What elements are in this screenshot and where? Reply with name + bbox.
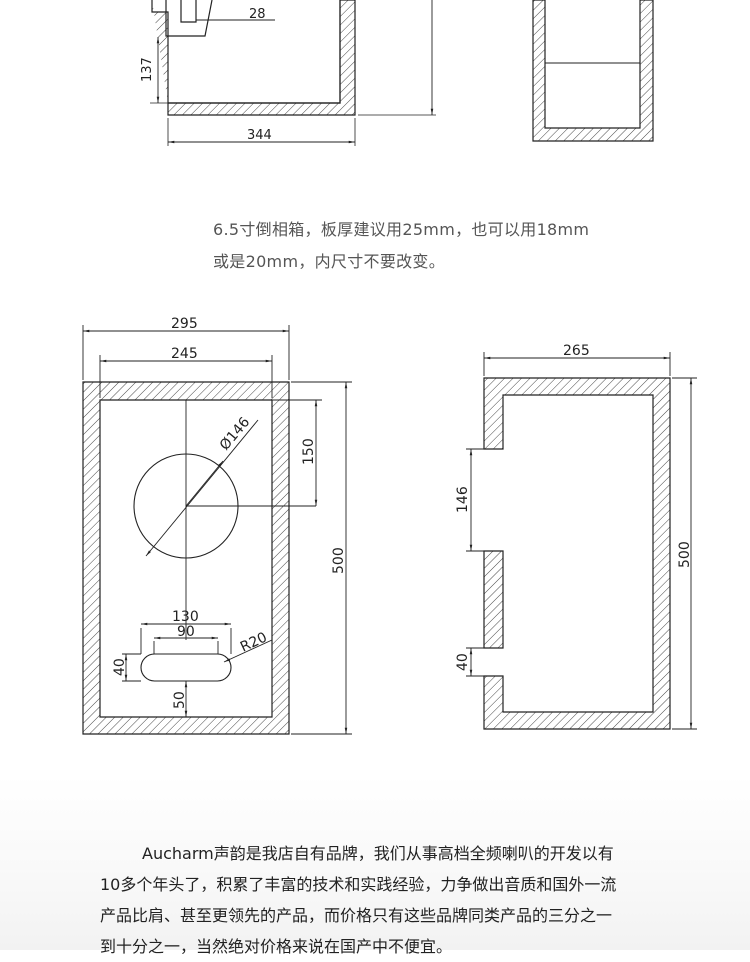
caption-line-2: 或是20mm，内尺寸不要改变。 [213,252,446,271]
front-dim-130: 130 [172,609,199,625]
brand-paragraph: Aucharm声韵是我店自有品牌，我们从事高档全频喇叭的开发以有 10多个年头了… [100,838,700,962]
front-dim-r20: R20 [238,629,270,655]
side-dim-265: 265 [563,343,590,359]
top-dim-344: 344 [247,128,272,143]
front-dim-150: 150 [301,438,317,465]
side-dim-500: 500 [677,541,693,568]
top-dim-137: 137 [140,57,155,82]
side-view [466,352,697,730]
top-side-view [532,0,654,142]
bottom-band [0,775,750,950]
side-dim-40: 40 [455,653,471,671]
side-dim-146: 146 [455,486,471,513]
front-view [82,325,352,735]
top-front-view [150,0,436,146]
caption-line-1: 6.5寸倒相箱，板厚建议用25mm，也可以用18mm [213,220,590,239]
paragraph-line-3: 产品比肩、甚至更领先的产品，而价格只有这些品牌同类产品的三分之一 [100,906,613,925]
front-dim-90: 90 [177,624,195,640]
front-dim-40: 40 [112,658,128,676]
paragraph-line-4: 到十分之一，当然绝对价格来说在国产中不便宜。 [100,937,453,956]
paragraph-line-2: 10多个年头了，积累了丰富的技术和实践经验，力争做出音质和国外一流 [100,875,617,894]
front-dim-245: 245 [171,346,198,362]
front-dim-50: 50 [172,691,188,709]
paragraph-line-1: Aucharm声韵是我店自有品牌，我们从事高档全频喇叭的开发以有 [142,844,614,863]
top-dim-28: 28 [249,7,266,22]
front-dim-500: 500 [331,547,347,574]
front-dim-295: 295 [171,316,198,332]
drawing-caption: 6.5寸倒相箱，板厚建议用25mm，也可以用18mm 或是20mm，内尺寸不要改… [213,214,589,278]
